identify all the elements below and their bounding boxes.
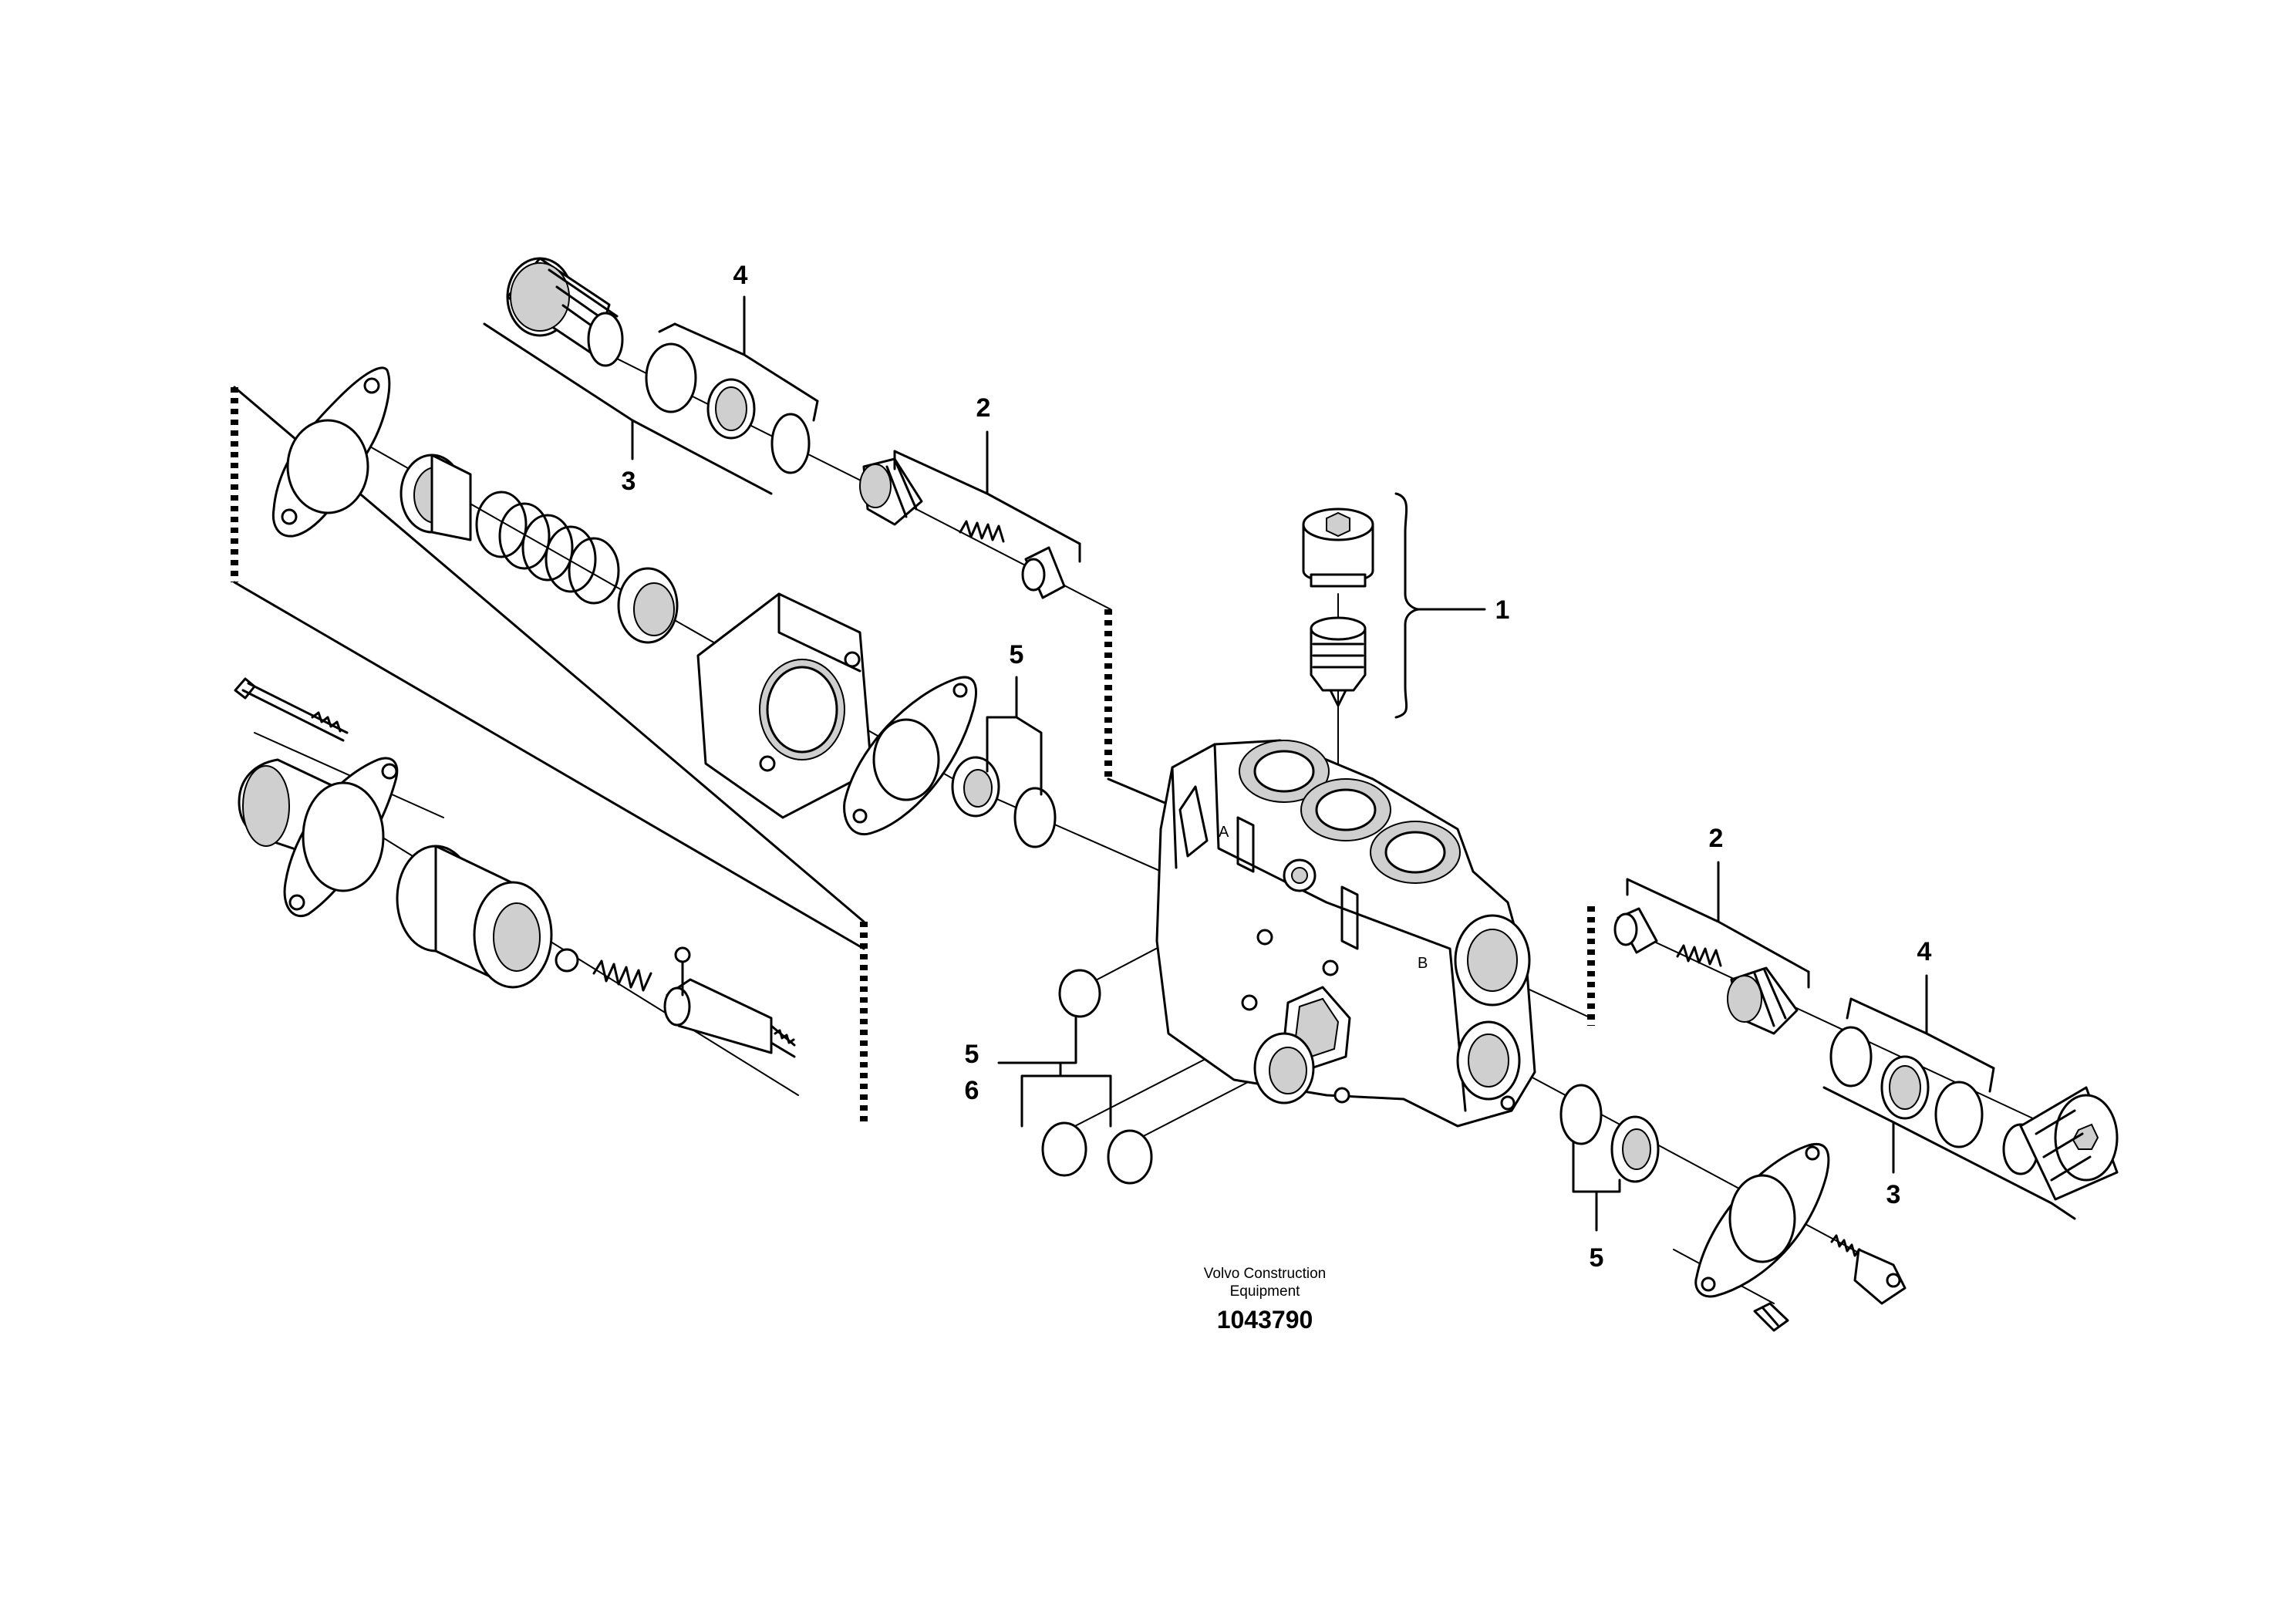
valve-body: A B [1155, 739, 1536, 1128]
company-name: Volvo Construction Equipment [1118, 1265, 1411, 1300]
callout-5-6-left: 5 6 [965, 1017, 1112, 1128]
callout-label: 4 [733, 261, 748, 290]
callout-label: 5 [965, 1040, 979, 1069]
top-relief-cartridge [506, 257, 1066, 599]
callout-label: 5 [1590, 1243, 1604, 1273]
company-line-2: Equipment [1229, 1283, 1300, 1300]
callout-5-bottom: 5 [1572, 1140, 1621, 1273]
callout-3-right: 3 [1822, 1086, 2076, 1220]
callout-label: 2 [1709, 824, 1724, 853]
callout-label: 4 [1917, 937, 1932, 966]
port-mark-a: A [1219, 824, 1229, 841]
check-valve-plug [1302, 508, 1374, 707]
lower-right-flange [1559, 1084, 1907, 1332]
callout-label: 3 [1886, 1180, 1901, 1209]
callout-label: 1 [1495, 595, 1510, 625]
lower-left-orings [1041, 969, 1153, 1185]
callout-4-top: 4 [658, 261, 819, 422]
callout-label: 5 [1010, 640, 1024, 669]
callout-5-mid: 5 [986, 640, 1043, 796]
port-mark-b: B [1418, 955, 1428, 972]
callout-4-right: 4 [1846, 937, 1995, 1093]
drawing-number: 1043790 [1216, 1306, 1313, 1334]
callout-3-top: 3 [483, 322, 773, 496]
right-relief-cartridge [1613, 907, 2119, 1201]
callout-label: 6 [965, 1076, 979, 1105]
company-line-1: Volvo Construction [1203, 1266, 1327, 1282]
callout-2-right: 2 [1626, 824, 1810, 989]
callout-1: 1 [1394, 492, 1510, 719]
main-spring [475, 491, 620, 605]
spool-end-cap-assembly [234, 677, 796, 1058]
callout-label: 2 [976, 393, 991, 423]
callout-2-top: 2 [893, 393, 1081, 563]
callout-label: 3 [622, 467, 636, 496]
